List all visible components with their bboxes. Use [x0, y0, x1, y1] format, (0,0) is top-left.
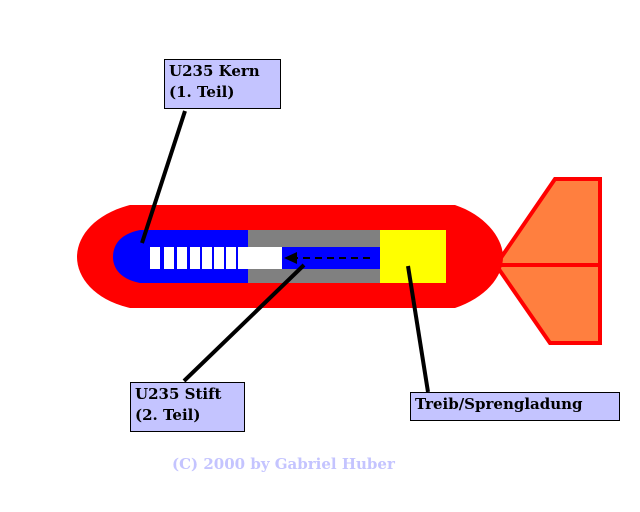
pin-direction-arrow	[284, 252, 370, 264]
tail-fins	[492, 177, 602, 345]
label-u235-stift: U235 Stift (2. Teil)	[130, 382, 245, 432]
label-u235-kern-line2: (1. Teil)	[169, 83, 235, 101]
label-u235-kern-line1: U235 Kern	[169, 62, 260, 80]
label-treib-sprengladung-text: Treib/Sprengladung	[415, 395, 583, 413]
label-u235-stift-line1: U235 Stift	[135, 385, 222, 403]
copyright-notice: (C) 2000 by Gabriel Huber	[172, 455, 395, 473]
propellant-charge	[380, 230, 446, 283]
barrel-gap	[246, 247, 282, 269]
upper-fin	[492, 177, 602, 267]
kern-leader-line	[140, 110, 187, 244]
core-slots	[150, 247, 246, 269]
lower-fin	[492, 263, 602, 345]
label-treib-sprengladung: Treib/Sprengladung	[410, 392, 620, 421]
ladung-leader-line	[406, 265, 430, 393]
label-u235-kern: U235 Kern (1. Teil)	[164, 59, 281, 109]
stift-leader-line	[182, 263, 306, 383]
label-u235-stift-line2: (2. Teil)	[135, 406, 201, 424]
